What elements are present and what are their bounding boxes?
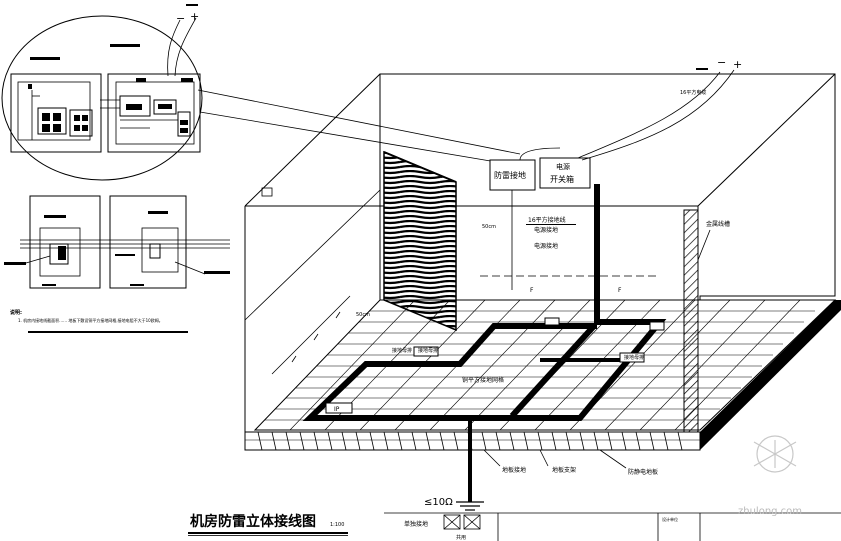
drawing-title: 机房防雷立体接线图 [190, 513, 316, 530]
label-bus-2: 接地母排 [418, 347, 438, 354]
title-block-table [384, 512, 841, 541]
bus-bars [325, 317, 665, 414]
sign-plus-right: + [733, 58, 742, 71]
label-floor-ground: 地板接地 [502, 466, 526, 474]
power-switch-box[interactable] [539, 157, 591, 189]
machine-room [244, 73, 837, 450]
left-wall-ticks [271, 295, 351, 375]
watermark-text: zhulong.com [738, 506, 802, 517]
label-metal-rack: 金属线槽 [706, 220, 730, 228]
label-floor-support: 地板支架 [552, 466, 576, 474]
label-50cm-2: 50cm [356, 312, 370, 318]
label-power-ground: 电源接地 [534, 226, 558, 234]
floor-slab [244, 300, 841, 451]
label-16mm-wire: 16平方电缆 [680, 89, 706, 96]
sign-minus-left: − [176, 12, 185, 25]
detail-boxes-mid [4, 195, 230, 289]
drawing-scale: 1:100 [330, 522, 344, 528]
sign-plus-left: + [190, 10, 199, 23]
note-text: 1. 机房内接地线截面积…… 地板下敷设铜平方接地网格,接地电阻不大于10欧姆。 [18, 317, 163, 323]
detail-circle [1, 4, 521, 181]
note-title: 说明: [10, 309, 22, 316]
label-f-2: F [618, 287, 622, 294]
legend-single: 单独接地 [404, 520, 428, 528]
label-anti-static: 防静电地板 [628, 468, 658, 476]
power-switch-label-2: 开关箱 [550, 174, 574, 184]
lightning-box[interactable] [489, 159, 536, 191]
metal-rack-column [683, 209, 699, 433]
label-ground-grid: 铜平方接地网格 [462, 376, 504, 384]
sign-minus-right: − [717, 56, 726, 69]
lightning-box-label: 防雷接地 [494, 170, 526, 180]
table-cell-label: 设计单位 [662, 516, 678, 522]
legend-cross-box [443, 514, 481, 530]
bottom-leaders [483, 449, 627, 469]
label-power-ground-2: 电源接地 [534, 242, 558, 250]
ground-grid-path [302, 184, 667, 511]
label-bus-3: 接地母排 [624, 354, 644, 361]
label-f-1: F [530, 287, 534, 294]
label-50cm: 50cm [482, 224, 496, 230]
power-switch-label-1: 电源 [556, 162, 570, 171]
watermark-logo [753, 435, 797, 473]
resistance-label: ≤10Ω [424, 497, 453, 508]
label-ip: IP [334, 406, 340, 413]
power-cables [480, 69, 735, 290]
label-16mm-ground: 16平方接地线 [528, 216, 566, 224]
legend-shared: 共用 [456, 534, 466, 541]
label-bus-1: 接地母排 [392, 347, 412, 354]
